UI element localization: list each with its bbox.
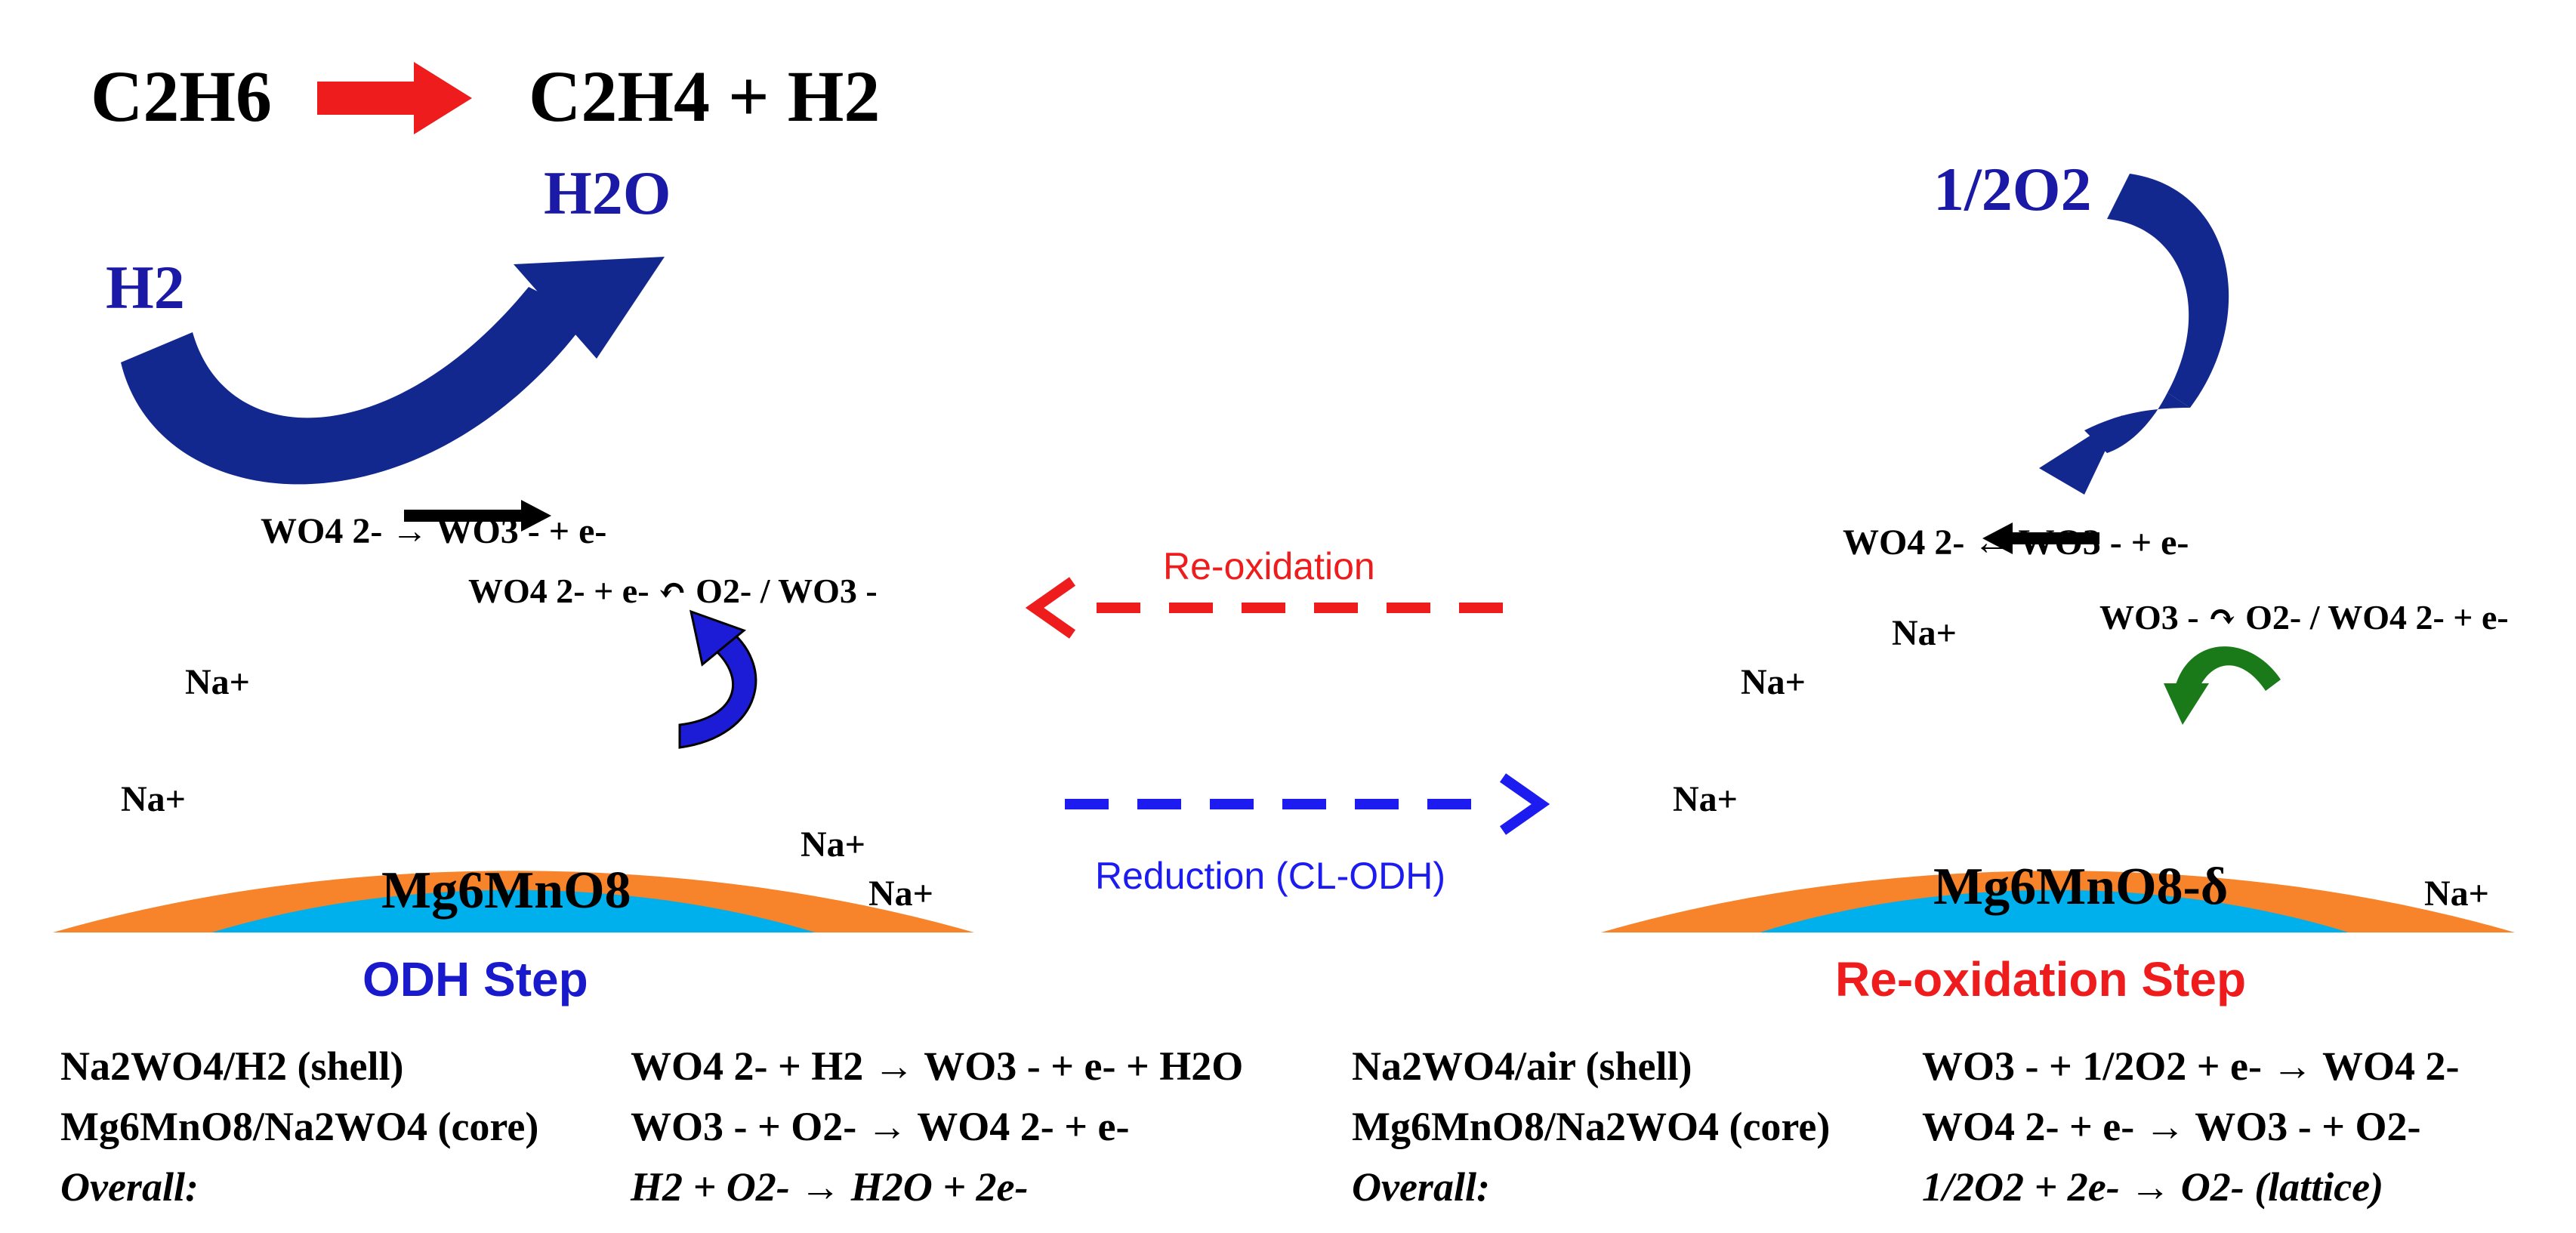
left-na-label-3: Na+ bbox=[801, 825, 866, 865]
o2-in-label: 1/2O2 bbox=[1933, 155, 2092, 223]
right-small-curved-arrow bbox=[2164, 646, 2281, 725]
right-na-label-4: Na+ bbox=[2424, 874, 2490, 914]
left-small-curved-arrow bbox=[678, 609, 757, 749]
left-na-label-4: Na+ bbox=[868, 874, 934, 914]
right-shell-black-arrow bbox=[1982, 522, 2099, 554]
right-shell-reaction-2: WO3 - ↷ O2- / WO4 2- + e- bbox=[2099, 598, 2509, 637]
left-shell-reaction-1: WO4 2- → WO3 - + e- bbox=[261, 511, 607, 551]
reduction-dashed-arrow bbox=[1065, 773, 1550, 835]
reoxidation-arrow-label: Re-oxidation bbox=[1163, 545, 1375, 587]
right-eq-label-1: Na2WO4/air (shell) bbox=[1352, 1043, 1692, 1089]
left-core bbox=[211, 889, 816, 932]
right-core bbox=[1760, 889, 2349, 932]
right-eq-label-3: Overall: bbox=[1352, 1164, 1490, 1210]
left-curved-arrow bbox=[121, 257, 665, 485]
reoxidation-step-label: Re-oxidation Step bbox=[1835, 952, 2247, 1006]
left-shell-black-arrow bbox=[404, 500, 551, 532]
right-shell-reaction-1: WO4 2- ← WO3 - + e- bbox=[1843, 522, 2189, 563]
reduction-arrow-label: Reduction (CL-ODH) bbox=[1095, 855, 1446, 897]
reactant-label: C2H6 bbox=[91, 56, 272, 137]
left-na-label-2: Na+ bbox=[121, 779, 187, 819]
right-eq-label-2: Mg6MnO8/Na2WO4 (core) bbox=[1352, 1104, 1831, 1149]
right-na-label-2: Na+ bbox=[1741, 662, 1806, 702]
right-curved-arrow bbox=[2039, 174, 2229, 495]
left-na-label-1: Na+ bbox=[185, 662, 251, 702]
right-eq-2: WO4 2- + e- → WO3 - + O2- bbox=[1922, 1104, 2421, 1149]
h2o-out-label: H2O bbox=[544, 159, 671, 227]
right-core-label: Mg6MnO8-δ bbox=[1933, 858, 2229, 916]
left-core-label: Mg6MnO8 bbox=[381, 862, 631, 920]
left-eq-1: WO4 2- + H2 → WO3 - + e- + H2O bbox=[631, 1043, 1244, 1089]
left-eq-2: WO3 - + O2- → WO4 2- + e- bbox=[631, 1104, 1130, 1149]
top-reaction-arrow bbox=[317, 62, 472, 134]
left-eq-label-3: Overall: bbox=[60, 1164, 199, 1210]
h2-in-label: H2 bbox=[106, 253, 185, 322]
odh-step-label: ODH Step bbox=[362, 952, 588, 1006]
left-eq-3: H2 + O2- → H2O + 2e- bbox=[631, 1164, 1029, 1210]
left-eq-label-1: Na2WO4/H2 (shell) bbox=[60, 1043, 404, 1089]
right-na-label-3: Na+ bbox=[1673, 779, 1738, 819]
products-label: C2H4 + H2 bbox=[529, 56, 881, 137]
right-eq-1: WO3 - + 1/2O2 + e- → WO4 2- bbox=[1922, 1043, 2460, 1089]
right-na-label-1: Na+ bbox=[1892, 613, 1957, 653]
left-shell-reaction-2: WO4 2- + e- ↶ O2- / WO3 - bbox=[468, 572, 878, 610]
reoxidation-dashed-arrow bbox=[1025, 577, 1503, 639]
left-eq-label-2: Mg6MnO8/Na2WO4 (core) bbox=[60, 1104, 539, 1149]
right-eq-3: 1/2O2 + 2e- → O2- (lattice) bbox=[1922, 1164, 2384, 1210]
